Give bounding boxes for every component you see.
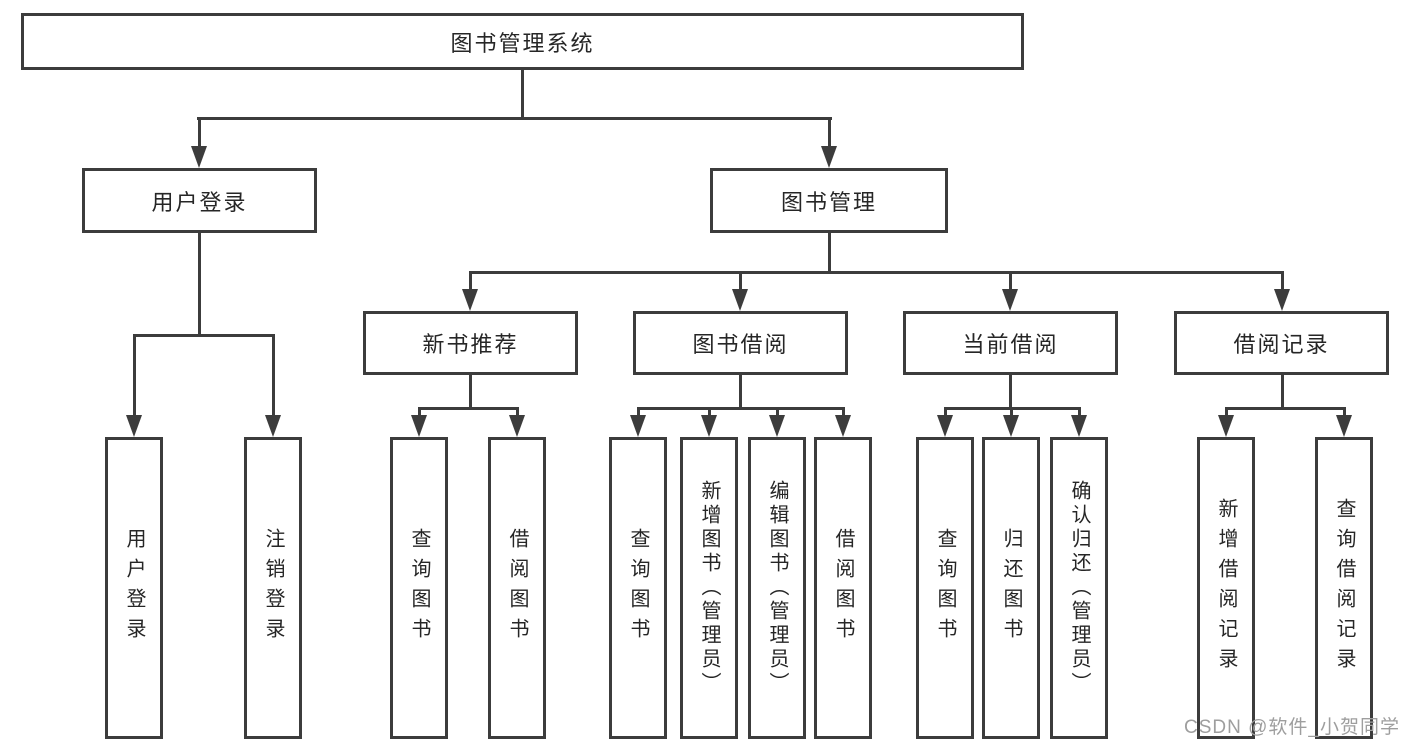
node-cb-return-books: 归还图书 (982, 437, 1040, 739)
connector-current-borrow-stem (1009, 373, 1012, 410)
node-root-label: 图书管理系统 (450, 30, 595, 56)
node-book-borrow-label: 图书借阅 (692, 332, 789, 357)
connector-user-login-shaft (198, 117, 201, 147)
node-new-book-recommend: 新书推荐 (363, 311, 578, 375)
connector-borrow-records-shaft (1281, 271, 1284, 291)
arrow-into-nb-query-icon (411, 415, 427, 437)
connector-logout-leaf-shaft (272, 334, 275, 416)
connector-nb-borrow-shaft (516, 407, 519, 417)
node-logout-leaf: 注销登录 (244, 437, 302, 739)
node-user-login: 用户登录 (82, 168, 317, 233)
connector-br-query-shaft (1343, 407, 1346, 417)
node-current-borrow: 当前借阅 (903, 311, 1118, 375)
node-br-query-record: 查询借阅记录 (1315, 437, 1373, 739)
connector-cb-return-shaft (1010, 407, 1013, 417)
node-bb-add-books-admin: 新增图书（管理员） (680, 437, 738, 739)
node-book-borrow: 图书借阅 (633, 311, 848, 375)
arrow-into-current-borrow-icon (1002, 289, 1018, 311)
node-bb-add-books-admin-label: 新增图书（管理员） (698, 480, 720, 696)
arrow-into-cb-confirm-icon (1071, 415, 1087, 437)
node-book-management: 图书管理 (710, 168, 948, 233)
arrow-into-borrow-records-icon (1274, 289, 1290, 311)
node-nb-borrow-books: 借阅图书 (488, 437, 546, 739)
node-nb-query-books: 查询图书 (390, 437, 448, 739)
node-bb-edit-books-admin-label: 编辑图书（管理员） (766, 480, 788, 696)
connector-cb-query-shaft (944, 407, 947, 417)
arrow-into-user-login-leaf-icon (126, 415, 142, 437)
node-user-login-label: 用户登录 (151, 189, 248, 215)
csdn-watermark: CSDN @软件_小贺同学 (1184, 717, 1400, 738)
connector-cb-confirm-shaft (1078, 407, 1081, 417)
node-br-add-record-label: 新增借阅记录 (1215, 498, 1237, 678)
connector-new-book-shaft (469, 271, 472, 291)
node-bb-query-books-label: 查询图书 (627, 528, 649, 648)
arrow-into-new-book-icon (462, 289, 478, 311)
connector-user-login-children-bar (133, 334, 275, 337)
arrow-into-br-query-icon (1336, 415, 1352, 437)
node-bb-borrow-books: 借阅图书 (814, 437, 872, 739)
connector-br-add-shaft (1225, 407, 1228, 417)
arrow-into-nb-borrow-icon (509, 415, 525, 437)
node-bb-edit-books-admin: 编辑图书（管理员） (748, 437, 806, 739)
arrow-into-user-login-icon (191, 146, 207, 168)
node-nb-borrow-books-label: 借阅图书 (506, 528, 528, 648)
node-user-login-leaf-label: 用户登录 (123, 528, 145, 648)
node-logout-leaf-label: 注销登录 (262, 528, 284, 648)
connector-book-management-stem (828, 231, 831, 273)
connector-user-login-leaf-shaft (133, 334, 136, 416)
node-cb-query-books-label: 查询图书 (934, 528, 956, 648)
connector-bb-add-shaft (708, 407, 711, 417)
arrow-into-bb-add-icon (701, 415, 717, 437)
node-bb-query-books: 查询图书 (609, 437, 667, 739)
node-nb-query-books-label: 查询图书 (408, 528, 430, 648)
connector-borrow-records-children-bar (1225, 407, 1346, 410)
node-bb-borrow-books-label: 借阅图书 (832, 528, 854, 648)
connector-level3-bar (469, 271, 1284, 274)
node-new-book-recommend-label: 新书推荐 (422, 332, 519, 357)
arrow-into-br-add-icon (1218, 415, 1234, 437)
node-root: 图书管理系统 (21, 13, 1024, 70)
connector-bb-edit-shaft (776, 407, 779, 417)
node-cb-confirm-return-admin: 确认归还（管理员） (1050, 437, 1108, 739)
connector-root-stem (521, 68, 524, 119)
arrow-into-cb-return-icon (1003, 415, 1019, 437)
connector-book-borrow-shaft (739, 271, 742, 291)
node-br-add-record: 新增借阅记录 (1197, 437, 1255, 739)
arrow-into-logout-leaf-icon (265, 415, 281, 437)
node-cb-return-books-label: 归还图书 (1000, 528, 1022, 648)
connector-current-borrow-shaft (1009, 271, 1012, 291)
node-cb-query-books: 查询图书 (916, 437, 974, 739)
connector-book-borrow-children-bar (637, 407, 845, 410)
connector-nb-query-shaft (418, 407, 421, 417)
connector-bb-query-shaft (637, 407, 640, 417)
connector-borrow-records-stem (1281, 373, 1284, 410)
arrow-into-cb-query-icon (937, 415, 953, 437)
connector-new-book-stem (469, 373, 472, 410)
connector-bb-borrow-shaft (842, 407, 845, 417)
connector-level2-bar (197, 117, 832, 120)
node-borrow-records: 借阅记录 (1174, 311, 1389, 375)
node-cb-confirm-return-admin-label: 确认归还（管理员） (1068, 480, 1090, 696)
node-user-login-leaf: 用户登录 (105, 437, 163, 739)
node-book-management-label: 图书管理 (780, 189, 877, 215)
connector-book-borrow-stem (739, 373, 742, 410)
node-borrow-records-label: 借阅记录 (1233, 332, 1330, 357)
arrow-into-book-borrow-icon (732, 289, 748, 311)
arrow-into-book-management-icon (821, 146, 837, 168)
node-br-query-record-label: 查询借阅记录 (1333, 498, 1355, 678)
node-current-borrow-label: 当前借阅 (962, 332, 1059, 357)
connector-new-book-children-bar (418, 407, 519, 410)
connector-book-management-shaft (828, 117, 831, 147)
arrow-into-bb-borrow-icon (835, 415, 851, 437)
connector-user-login-stem (198, 231, 201, 336)
arrow-into-bb-query-icon (630, 415, 646, 437)
arrow-into-bb-edit-icon (769, 415, 785, 437)
